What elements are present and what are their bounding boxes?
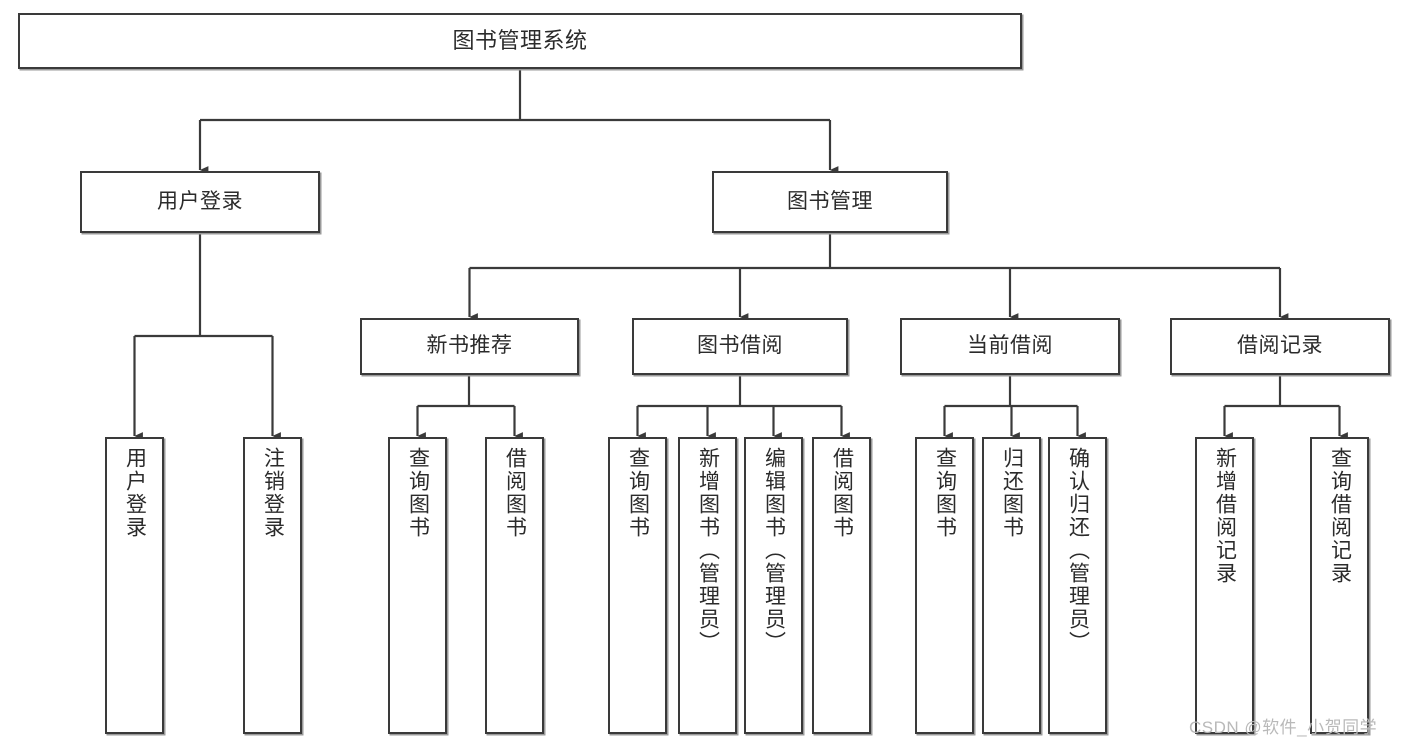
node-label: 图书借阅 (697, 334, 783, 358)
node-label: 借阅图书 (503, 447, 527, 539)
node-label: 图书管理 (787, 189, 873, 213)
node-label: 查询图书 (406, 447, 430, 539)
leaf-user-login[interactable]: 用户登录 (105, 437, 164, 734)
leaf-logout[interactable]: 注销登录 (243, 437, 302, 734)
node-label: 新增图书（管理员） (696, 447, 720, 654)
node-label: 查询图书 (626, 447, 650, 539)
leaf-return-book[interactable]: 归还图书 (982, 437, 1041, 734)
node-label: 注销登录 (261, 447, 285, 539)
node-label: 确认归还（管理员） (1066, 447, 1090, 654)
node-label: 当前借阅 (967, 334, 1053, 358)
leaf-borrow-book-borrowing[interactable]: 借阅图书 (812, 437, 871, 734)
node-book-management[interactable]: 图书管理 (712, 171, 948, 233)
node-label: 归还图书 (1000, 447, 1024, 539)
node-root-book-management-system[interactable]: 图书管理系统 (18, 13, 1022, 69)
node-borrowing-records[interactable]: 借阅记录 (1170, 318, 1390, 375)
node-label: 借阅记录 (1237, 334, 1323, 358)
leaf-query-book-borrowing[interactable]: 查询图书 (608, 437, 667, 734)
leaf-query-book-recommendation[interactable]: 查询图书 (388, 437, 447, 734)
leaf-add-book-admin[interactable]: 新增图书（管理员） (678, 437, 737, 734)
leaf-query-borrowing-record[interactable]: 查询借阅记录 (1310, 437, 1369, 734)
node-book-borrowing[interactable]: 图书借阅 (632, 318, 848, 375)
node-label: 用户登录 (123, 447, 147, 539)
node-label: 查询图书 (933, 447, 957, 539)
leaf-borrow-book-recommendation[interactable]: 借阅图书 (485, 437, 544, 734)
node-label: 借阅图书 (830, 447, 854, 539)
node-label: 查询借阅记录 (1328, 447, 1352, 585)
node-new-book-recommendation[interactable]: 新书推荐 (360, 318, 579, 375)
leaf-query-book-current[interactable]: 查询图书 (915, 437, 974, 734)
node-user-login[interactable]: 用户登录 (80, 171, 320, 233)
leaf-add-borrowing-record[interactable]: 新增借阅记录 (1195, 437, 1254, 734)
node-label: 新书推荐 (426, 334, 513, 358)
node-label: 用户登录 (157, 189, 243, 213)
node-label: 图书管理系统 (452, 28, 588, 54)
node-current-borrowing[interactable]: 当前借阅 (900, 318, 1120, 375)
node-label: 新增借阅记录 (1213, 447, 1237, 585)
leaf-edit-book-admin[interactable]: 编辑图书（管理员） (744, 437, 803, 734)
node-label: 编辑图书（管理员） (762, 447, 786, 654)
csdn-watermark: CSDN @软件_小贺同学 (1189, 718, 1378, 737)
leaf-confirm-return-admin[interactable]: 确认归还（管理员） (1048, 437, 1107, 734)
